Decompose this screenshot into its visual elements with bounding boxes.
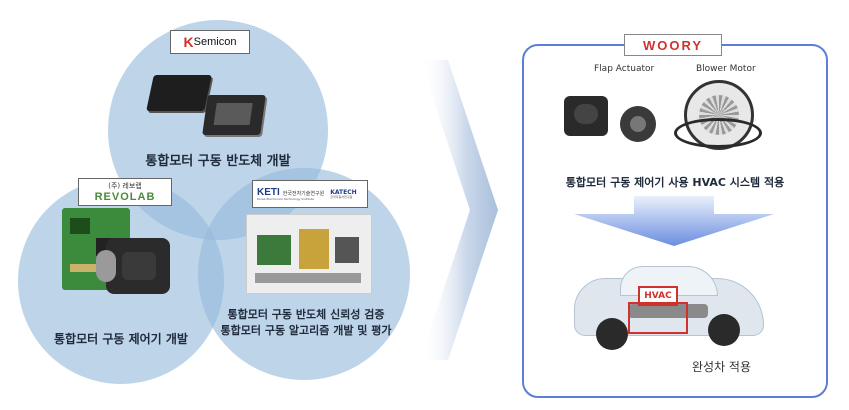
right-circle-label-1: 통합모터 구동 반도체 신뢰성 검증 <box>227 308 385 321</box>
revolab-logo-text: REVOLAB <box>94 191 156 203</box>
ksemicon-logo: K Semicon <box>170 30 250 54</box>
down-arrow-icon <box>574 196 774 246</box>
hvac-application-panel: WOORY Flap Actuator Blower Motor 통합모터 구동… <box>522 34 828 398</box>
flap-actuator-caption: Flap Actuator <box>594 64 655 74</box>
blower-motor-ring <box>674 118 762 148</box>
keti-korean-name: 한국전자기술연구원 <box>282 190 325 197</box>
chip-image-small <box>202 95 266 135</box>
ksemicon-logo-mark: K <box>183 34 194 50</box>
woory-logo: WOORY <box>624 34 722 56</box>
right-circle-label-2: 통합모터 구동 알고리즘 개발 및 평가 <box>220 324 392 337</box>
revolab-logo: (주) 레보랩 REVOLAB <box>78 178 172 206</box>
hvac-tag-text: HVAC <box>644 291 672 301</box>
flap-actuator-image <box>564 96 608 136</box>
chevron-arrow-icon <box>420 60 498 360</box>
katech-korean-name: 한국자동차연구원 <box>330 194 353 199</box>
motor-image <box>96 238 170 294</box>
hvac-tag: HVAC <box>638 286 678 306</box>
katech-logo-text: KATECH <box>330 188 357 196</box>
ksemicon-logo-text: Semicon <box>193 36 237 48</box>
vehicle-label: 완성차 적용 <box>692 360 752 374</box>
keti-katech-logo: KETI 한국전자기술연구원 Korea Electronics Technol… <box>252 180 368 208</box>
flap-actuator-gear-image <box>620 106 656 142</box>
hvac-system-label: 통합모터 구동 제어기 사용 HVAC 시스템 적용 <box>565 176 785 189</box>
left-circle-label: 통합모터 구동 제어기 개발 <box>54 332 188 346</box>
keti-logo-text: KETI <box>257 186 280 198</box>
keti-english-name: Korea Electronics Technology Institute <box>257 196 314 201</box>
hvac-highlight-box <box>628 302 688 334</box>
top-circle-label: 통합모터 구동 반도체 개발 <box>145 154 291 169</box>
chip-image-large <box>146 75 212 111</box>
woory-logo-text: WOORY <box>642 37 704 53</box>
blower-motor-caption: Blower Motor <box>696 64 756 74</box>
test-bench-image <box>246 214 372 294</box>
revolab-korean-name: (주) 레보랩 <box>108 182 142 190</box>
